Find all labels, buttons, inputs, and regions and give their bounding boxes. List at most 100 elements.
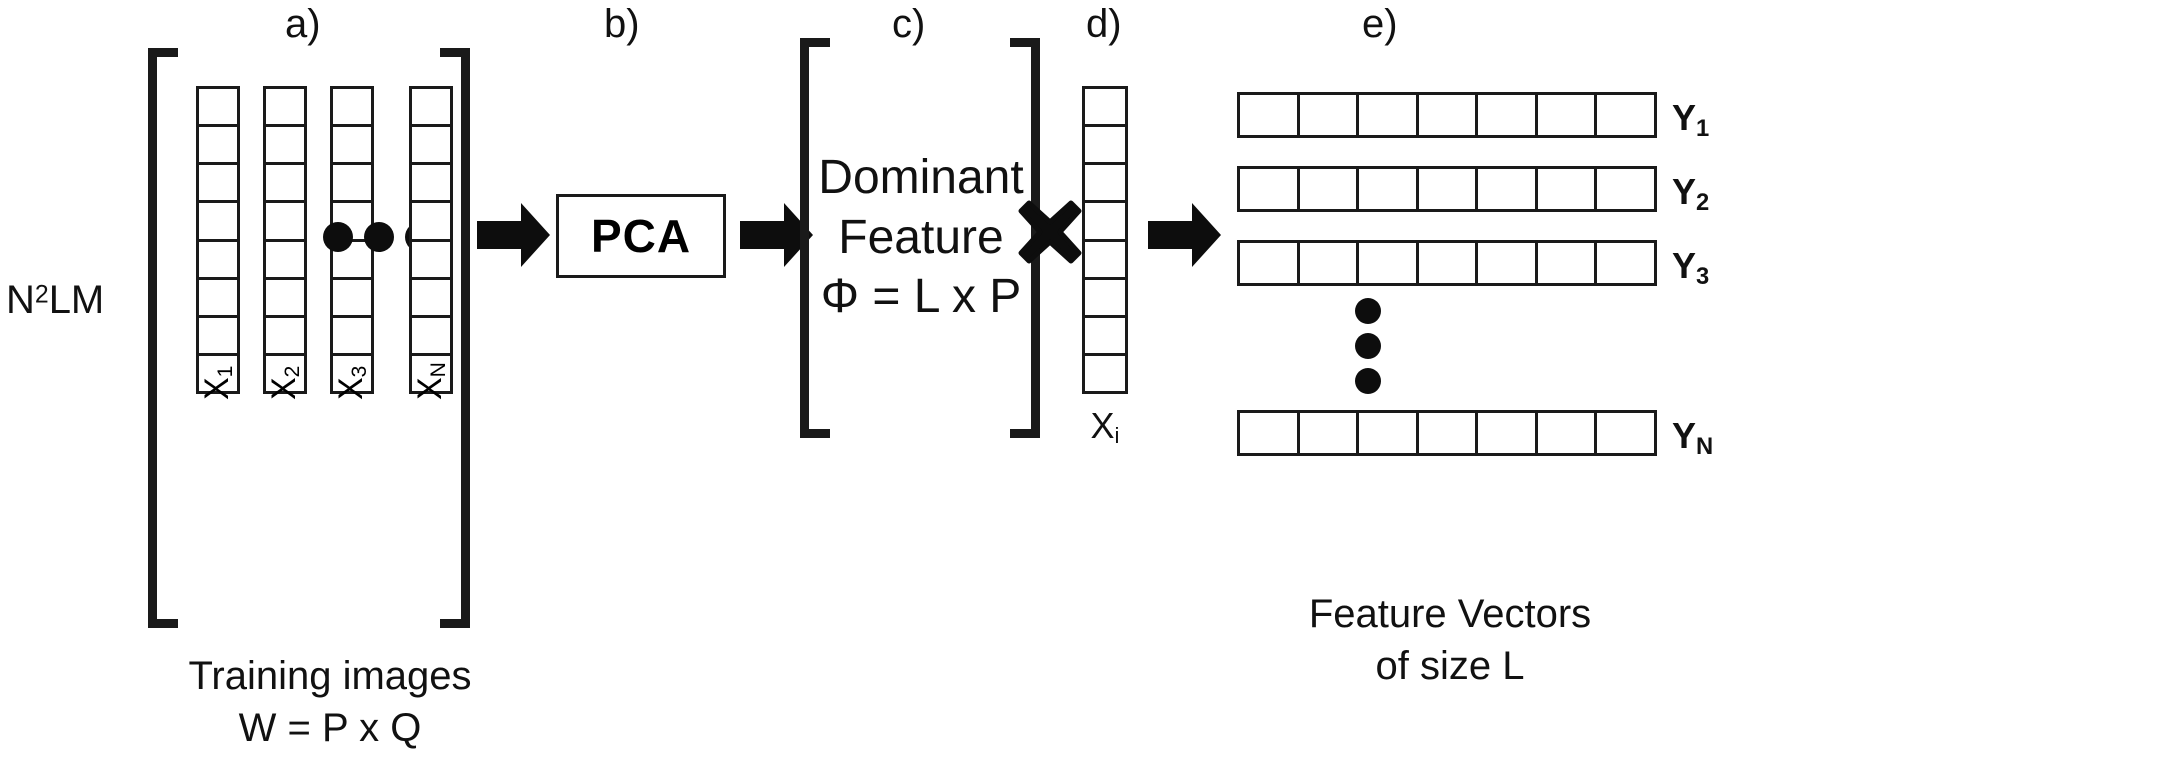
feature-cell xyxy=(1419,169,1479,209)
column-label-xn-sub: N xyxy=(426,362,450,378)
input-vector-xi xyxy=(1082,86,1128,394)
feature-cell xyxy=(1478,413,1538,453)
feature-cell xyxy=(1419,413,1479,453)
section-letter-b: b) xyxy=(604,2,640,46)
training-image-column-xn xyxy=(409,86,453,394)
feature-cell xyxy=(1300,95,1360,135)
vector-cell xyxy=(199,89,237,128)
feature-cell xyxy=(1300,243,1360,283)
feature-cell xyxy=(1597,413,1654,453)
feature-cell xyxy=(1538,95,1598,135)
vector-cell xyxy=(1085,242,1125,280)
feature-vector-label-y3: Y3 xyxy=(1672,248,1709,289)
feature-cell xyxy=(1240,243,1300,283)
column-label-x3-base: X xyxy=(332,377,370,400)
feature-cell xyxy=(1300,413,1360,453)
vector-cell xyxy=(412,203,450,242)
feature-cell xyxy=(1538,413,1598,453)
feature-vector-row-y2 xyxy=(1237,166,1657,212)
section-letter-d: d) xyxy=(1086,2,1122,46)
feature-cell xyxy=(1419,95,1479,135)
vector-cell xyxy=(266,280,304,318)
vector-cell xyxy=(199,318,237,356)
vector-cell xyxy=(333,89,371,128)
feature-vector-row-yn xyxy=(1237,410,1657,456)
vector-cell xyxy=(199,203,237,242)
dominant-feature-left-bracket xyxy=(800,38,840,438)
vector-cell xyxy=(1085,89,1125,128)
input-vector-label-xi: Xi xyxy=(1055,405,1155,448)
feature-cell xyxy=(1538,169,1598,209)
vector-cell xyxy=(1085,203,1125,242)
row-label-n2lm-pre: N xyxy=(6,278,35,322)
feature-cell xyxy=(1359,413,1419,453)
vector-cell xyxy=(412,127,450,166)
column-label-x1: X1 xyxy=(198,366,237,400)
section-letter-e: e) xyxy=(1362,2,1398,46)
ellipsis-dot xyxy=(1355,368,1381,394)
row-label-n2lm: N2LM xyxy=(6,278,104,323)
pca-box-label: PCA xyxy=(590,210,692,262)
feature-cell xyxy=(1240,413,1300,453)
vector-cell xyxy=(199,165,237,204)
column-label-x2: X2 xyxy=(265,365,304,400)
feature-cell xyxy=(1478,243,1538,283)
row-label-n2lm-sup: 2 xyxy=(34,281,49,309)
column-label-x3-sub: 3 xyxy=(347,365,371,378)
column-label-xn-base: X xyxy=(411,377,449,400)
section-letter-c: c) xyxy=(892,2,926,46)
feature-vector-label-y2-base: Y xyxy=(1672,171,1697,212)
section-letter-a: a) xyxy=(285,2,321,46)
feature-cell xyxy=(1419,243,1479,283)
dominant-feature-line2: Feature xyxy=(838,210,1004,264)
feature-cell xyxy=(1538,243,1598,283)
vector-cell xyxy=(266,89,304,128)
feature-vectors-ellipsis xyxy=(1355,298,1381,394)
training-image-column-x1 xyxy=(196,86,240,394)
feature-vector-label-y2-sub: 2 xyxy=(1696,188,1710,216)
feature-cell xyxy=(1359,169,1419,209)
training-images-caption-line1: Training images xyxy=(188,654,472,698)
feature-vector-label-y3-sub: 3 xyxy=(1696,262,1710,290)
vector-cell xyxy=(199,242,237,280)
feature-cell xyxy=(1240,169,1300,209)
feature-cell xyxy=(1240,95,1300,135)
vector-cell xyxy=(333,127,371,166)
feature-cell xyxy=(1478,169,1538,209)
matrix-left-bracket xyxy=(148,48,188,628)
vector-cell xyxy=(266,318,304,356)
dominant-feature-text: Dominant Feature Φ = L x P xyxy=(806,148,1036,327)
feature-cell xyxy=(1300,169,1360,209)
vector-cell xyxy=(333,242,371,280)
feature-vector-row-y1 xyxy=(1237,92,1657,138)
ellipsis-dot xyxy=(1355,333,1381,359)
column-label-x3: X3 xyxy=(332,365,371,400)
ellipsis-dot xyxy=(1355,298,1381,324)
dominant-feature-line3: Φ = L x P xyxy=(820,270,1022,324)
vector-cell xyxy=(266,203,304,242)
column-label-x2-sub: 2 xyxy=(280,365,304,378)
feature-vector-label-y1-sub: 1 xyxy=(1696,114,1710,142)
pca-box[interactable]: PCA xyxy=(556,194,726,278)
vector-cell xyxy=(266,165,304,204)
feature-vector-label-yn-sub: N xyxy=(1696,432,1714,460)
arrow-pca-to-dominant-feature xyxy=(740,200,814,270)
vector-cell xyxy=(412,165,450,204)
vector-cell xyxy=(1085,127,1125,166)
vector-cell xyxy=(266,242,304,280)
vector-cell xyxy=(1085,280,1125,318)
vector-cell xyxy=(333,280,371,318)
multiply-cross-icon xyxy=(1018,200,1082,264)
feature-cell xyxy=(1597,243,1654,283)
vector-cell xyxy=(333,318,371,356)
feature-vector-label-y2: Y2 xyxy=(1672,174,1709,215)
feature-vector-label-y3-base: Y xyxy=(1672,245,1697,286)
column-label-x2-base: X xyxy=(265,377,303,400)
feature-cell xyxy=(1597,95,1654,135)
feature-vector-label-yn: YN xyxy=(1672,418,1713,459)
vector-cell xyxy=(266,127,304,166)
input-vector-label-sub: i xyxy=(1114,422,1120,448)
feature-cell xyxy=(1359,243,1419,283)
vector-cell xyxy=(1085,318,1125,356)
